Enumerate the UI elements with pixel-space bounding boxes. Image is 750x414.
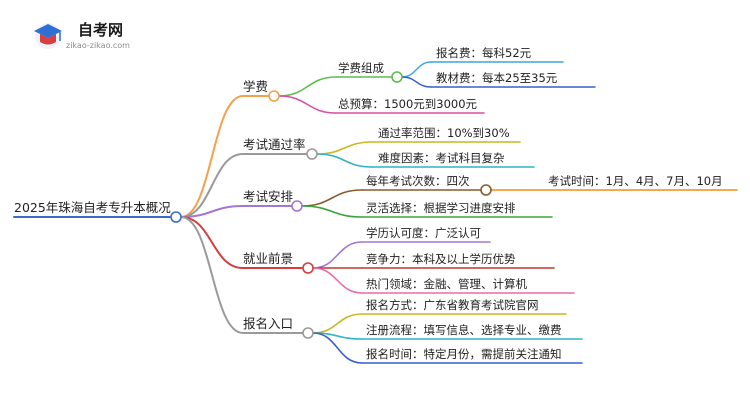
- grandchild-link: [401, 76, 432, 88]
- collapse-toggle[interactable]: [302, 327, 314, 339]
- child-node-label: 难度因素：考试科目复杂: [378, 151, 505, 165]
- child-link: [312, 241, 363, 269]
- child-node-label: 学费组成: [338, 61, 384, 75]
- graduation-cap-icon: [34, 23, 62, 49]
- branch-link: [180, 216, 244, 334]
- child-link: [301, 205, 363, 218]
- branch-link: [180, 216, 244, 269]
- child-link: [301, 189, 363, 207]
- child-link: [278, 76, 337, 97]
- root-node-label: 2025年珠海自考专升本概况: [14, 200, 171, 215]
- branch-link: [180, 153, 244, 218]
- child-link: [312, 313, 363, 334]
- site-logo: 自考网 zikao-zikao.com: [34, 21, 130, 50]
- branch-link: [180, 95, 244, 218]
- grandchild-node-label: 报名费：每科52元: [436, 46, 532, 60]
- branch-node-label: 学费: [243, 79, 268, 94]
- child-node-label: 灵活选择：根据学习进度安排: [366, 201, 516, 215]
- grandchild-link: [401, 61, 432, 78]
- collapse-toggle[interactable]: [291, 200, 303, 212]
- collapse-toggle[interactable]: [306, 148, 318, 160]
- child-node-label: 竞争力：本科及以上学历优势: [366, 252, 516, 266]
- collapse-toggle[interactable]: [391, 71, 403, 83]
- branch-node-label: 考试安排: [243, 189, 294, 204]
- logo-name: 自考网: [78, 21, 123, 39]
- child-link: [312, 332, 363, 364]
- child-node-label: 热门领域：金融、管理、计算机: [366, 277, 527, 291]
- grandchild-node-label: 考试时间：1月、4月、7月、10月: [548, 174, 723, 188]
- mindmap-nodes: 2025年珠海自考专升本概况 学费 学费组成 报名费：每科52元教材费：每本25至35…: [14, 46, 723, 361]
- logo-url: zikao-zikao.com: [66, 41, 130, 50]
- collapse-toggle[interactable]: [302, 262, 314, 274]
- collapse-toggle[interactable]: [268, 90, 280, 102]
- child-node-label: 报名方式：广东省教育考试院官网: [366, 298, 539, 312]
- branch-node-label: 报名入口: [243, 316, 293, 331]
- child-link: [312, 267, 363, 294]
- child-node-label: 总预算：1500元到3000元: [338, 97, 478, 111]
- child-link: [278, 95, 337, 114]
- child-link: [316, 153, 373, 168]
- child-node-label: 报名时间：特定月份，需提前关注通知: [366, 347, 562, 361]
- mindmap-links: [13, 61, 738, 364]
- child-link: [316, 141, 373, 155]
- collapse-toggle[interactable]: [170, 211, 182, 223]
- branch-node-label: 就业前景: [243, 251, 293, 266]
- branch-link: [180, 205, 244, 218]
- grandchild-node-label: 教材费：每本25至35元: [436, 71, 558, 85]
- child-node-label: 注册流程：填写信息、选择专业、缴费: [366, 323, 562, 337]
- child-node-label: 学历认可度：广泛认可: [366, 226, 481, 240]
- child-node-label: 每年考试次数：四次: [366, 174, 470, 188]
- collapse-toggle[interactable]: [480, 184, 492, 196]
- child-node-label: 通过率范围：10%到30%: [378, 126, 510, 140]
- branch-node-label: 考试通过率: [243, 137, 306, 152]
